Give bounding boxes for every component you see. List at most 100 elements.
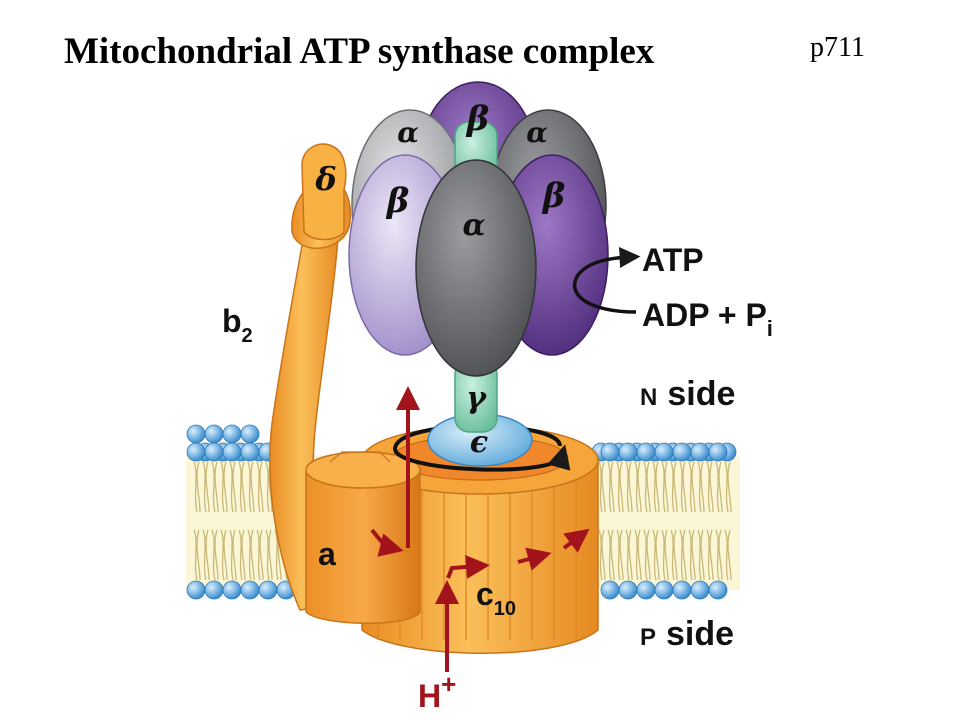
lipid-head xyxy=(204,580,224,600)
lipid-tail xyxy=(625,529,630,581)
label-epsilon: ϵ xyxy=(470,425,488,460)
lipid-tail xyxy=(637,461,642,513)
lipid-head xyxy=(654,580,674,600)
lipid-tail xyxy=(268,529,273,581)
lipid-head xyxy=(636,442,656,462)
lipid-tail xyxy=(634,529,639,581)
lipid-tail xyxy=(211,461,216,513)
lipid-tail xyxy=(232,529,237,581)
lipid-tail xyxy=(718,529,723,581)
lipid-tail xyxy=(661,461,666,513)
lipid-tail xyxy=(727,461,732,513)
alpha-front xyxy=(415,159,537,377)
lipid-tail xyxy=(715,529,720,581)
proton-a-arrow xyxy=(370,528,404,557)
lipid-tail xyxy=(700,529,705,581)
lipid-tail xyxy=(274,529,279,581)
lipid-tail xyxy=(265,461,270,513)
lipid-tail xyxy=(616,461,621,513)
lipid-tail xyxy=(232,461,237,513)
label-gamma: γ xyxy=(466,381,487,416)
label-n-word: side xyxy=(667,375,735,413)
lipid-tail xyxy=(229,529,234,581)
lipid-head xyxy=(240,580,260,600)
label-alpha-right: α xyxy=(526,116,548,149)
label-proton-sup: + xyxy=(441,669,456,699)
lipid-tail xyxy=(616,529,621,581)
lipid-tail xyxy=(625,461,630,513)
lipid-tail xyxy=(700,461,705,513)
proton-ring-arrow-2 xyxy=(517,547,552,571)
label-proton-main: H xyxy=(418,678,441,714)
label-adp-pi: ADP + Pi xyxy=(642,297,773,341)
lipid-head xyxy=(672,442,692,462)
lipid-tail xyxy=(682,529,687,581)
lipid-head xyxy=(240,442,260,462)
lipid-tail xyxy=(679,529,684,581)
a-subunit xyxy=(305,451,421,624)
lipid-tail xyxy=(241,529,246,581)
lipid-tail xyxy=(706,461,711,513)
proton-ring-arrow-1 xyxy=(446,554,490,579)
lipid-tail xyxy=(661,529,666,581)
lipid-head xyxy=(618,580,638,600)
lipid-tail xyxy=(655,461,660,513)
lipid-tail xyxy=(598,461,603,513)
lipid-tail xyxy=(214,529,219,581)
lipid-tail xyxy=(238,461,243,513)
lipid-tail xyxy=(601,529,606,581)
label-c10-sub: 10 xyxy=(494,598,516,620)
lipid-tail xyxy=(211,529,216,581)
lipid-tail xyxy=(238,529,243,581)
lipid-tail xyxy=(223,461,228,513)
label-adp-pi-sub: i xyxy=(767,316,773,341)
lipid-tails xyxy=(193,461,732,581)
label-b2-main: b xyxy=(222,303,242,339)
label-atp: ATP xyxy=(642,242,704,278)
lipid-tail xyxy=(598,529,603,581)
lipid-head xyxy=(636,580,656,600)
lipid-head xyxy=(222,424,242,444)
lipid-head xyxy=(708,442,728,462)
label-proton: H+ xyxy=(418,669,456,714)
lipid-tail xyxy=(724,461,729,513)
lipid-tail xyxy=(682,461,687,513)
lipid-tail xyxy=(670,529,675,581)
lipid-tail xyxy=(643,461,648,513)
lipid-tail xyxy=(673,461,678,513)
lipid-tail xyxy=(250,461,255,513)
lipid-head xyxy=(222,580,242,600)
lipid-tail xyxy=(670,461,675,513)
lipid-tail xyxy=(205,461,210,513)
lipid-tail xyxy=(247,529,252,581)
lipid-tail xyxy=(256,461,261,513)
proton-ring-arrow-3 xyxy=(562,528,590,553)
lipid-tail xyxy=(601,461,606,513)
label-p-word: side xyxy=(666,615,734,653)
lipid-tail xyxy=(202,529,207,581)
lipid-tail xyxy=(718,461,723,513)
lipid-tail xyxy=(709,461,714,513)
lipid-tail xyxy=(727,529,732,581)
lipid-head xyxy=(186,442,206,462)
lipid-tail xyxy=(610,529,615,581)
label-c10: c10 xyxy=(476,576,516,620)
lipid-tail xyxy=(610,461,615,513)
label-beta-left: β xyxy=(385,181,410,221)
proton-path xyxy=(370,386,590,672)
label-alpha-left: α xyxy=(397,116,419,149)
lipid-tail xyxy=(259,461,264,513)
lipid-tail xyxy=(724,529,729,581)
lipid-tail xyxy=(265,529,270,581)
lipid-tail xyxy=(607,461,612,513)
lipid-head xyxy=(240,424,260,444)
lipid-head xyxy=(204,442,224,462)
page-reference: p711 xyxy=(810,32,865,63)
page-title: Mitochondrial ATP synthase complex xyxy=(64,31,655,72)
label-b2-sub: 2 xyxy=(242,325,253,347)
lipid-head xyxy=(690,442,710,462)
lipid-head xyxy=(204,424,224,444)
lipid-head xyxy=(708,580,728,600)
